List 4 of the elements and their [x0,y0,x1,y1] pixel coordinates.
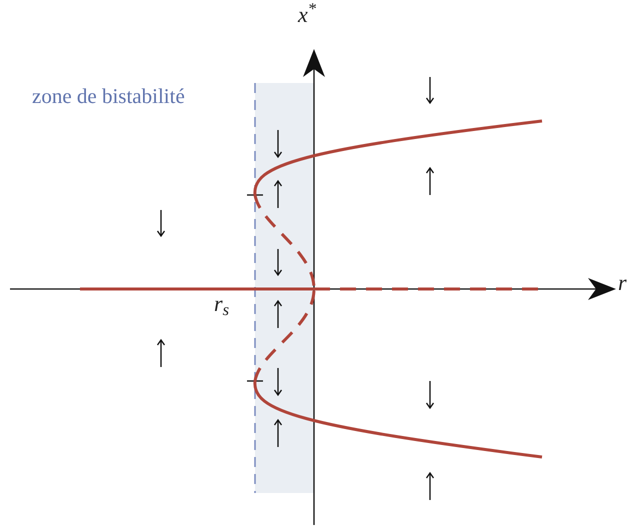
zone-label: zone de bistabilité [32,86,185,107]
axis-label: r [618,272,627,294]
axis-label: x$^{*}$ [298,4,316,26]
parameter-label: r$_{s}$ [214,293,229,315]
